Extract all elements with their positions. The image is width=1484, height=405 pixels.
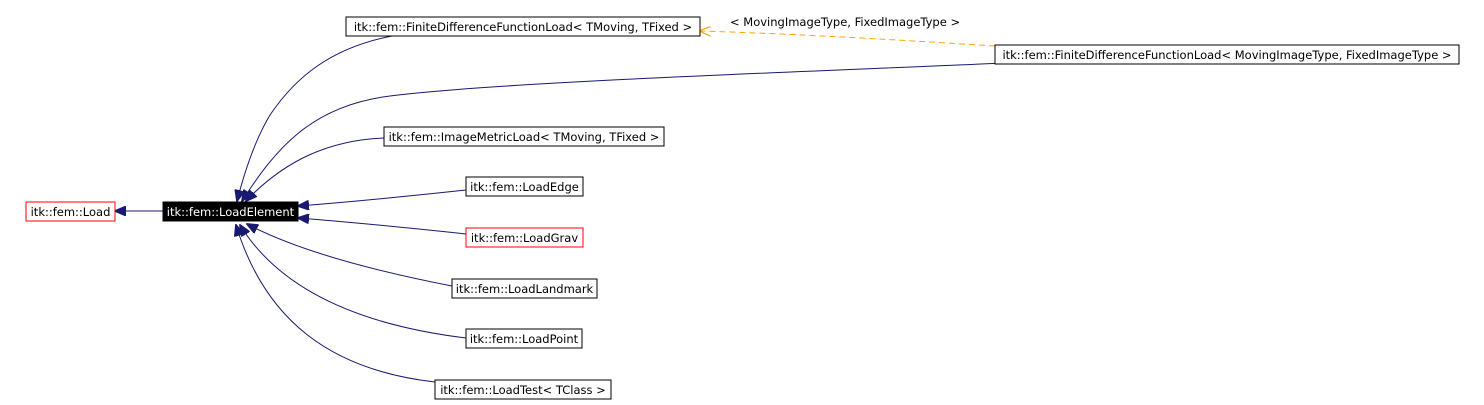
- edges: < MovingImageType, FixedImageType >: [115, 15, 1006, 383]
- node-fdfl-instance[interactable]: itk::fem::FiniteDifferenceFunctionLoad< …: [994, 44, 1460, 65]
- edge-loadtest-to-loadelement: [236, 225, 436, 383]
- edge-template-instantiation: [700, 31, 996, 47]
- edge-loadedge-to-loadelement: [298, 189, 467, 206]
- edge-loadgrav-to-loadelement: [298, 218, 467, 235]
- node-fdfl-template-label: itk::fem::FiniteDifferenceFunctionLoad< …: [354, 20, 692, 34]
- nodes: itk::fem::Load itk::fem::LoadElement itk…: [25, 16, 1460, 400]
- node-fdfl-instance-label: itk::fem::FiniteDifferenceFunctionLoad< …: [1002, 48, 1451, 62]
- node-load-element[interactable]: itk::fem::LoadElement: [162, 201, 299, 222]
- node-load-edge[interactable]: itk::fem::LoadEdge: [465, 176, 584, 197]
- node-load-test[interactable]: itk::fem::LoadTest< TClass >: [434, 379, 612, 400]
- template-instantiation-label: < MovingImageType, FixedImageType >: [730, 15, 960, 29]
- node-load-grav[interactable]: itk::fem::LoadGrav: [465, 227, 584, 248]
- node-load-landmark[interactable]: itk::fem::LoadLandmark: [451, 278, 598, 299]
- node-image-metric-load-label: itk::fem::ImageMetricLoad< TMoving, TFix…: [389, 130, 660, 144]
- edge-loadlandmark-to-loadelement: [247, 224, 453, 287]
- node-load-edge-label: itk::fem::LoadEdge: [470, 180, 579, 194]
- node-image-metric-load[interactable]: itk::fem::ImageMetricLoad< TMoving, TFix…: [383, 126, 665, 147]
- edge-imagemetricload-to-loadelement: [246, 137, 385, 201]
- edge-loadpoint-to-loadelement: [240, 225, 467, 339]
- edge-fdfl-instance-to-loadelement: [242, 62, 1006, 201]
- node-load-point[interactable]: itk::fem::LoadPoint: [465, 328, 583, 349]
- node-fdfl-template[interactable]: itk::fem::FiniteDifferenceFunctionLoad< …: [345, 16, 701, 37]
- node-load-element-label: itk::fem::LoadElement: [167, 205, 295, 219]
- node-load[interactable]: itk::fem::Load: [25, 201, 116, 222]
- node-load-point-label: itk::fem::LoadPoint: [470, 332, 579, 346]
- edge-fdfl-template-to-loadelement: [237, 35, 393, 201]
- node-load-grav-label: itk::fem::LoadGrav: [471, 231, 578, 245]
- node-load-landmark-label: itk::fem::LoadLandmark: [456, 282, 594, 296]
- node-load-test-label: itk::fem::LoadTest< TClass >: [440, 383, 606, 397]
- node-load-label: itk::fem::Load: [31, 205, 111, 219]
